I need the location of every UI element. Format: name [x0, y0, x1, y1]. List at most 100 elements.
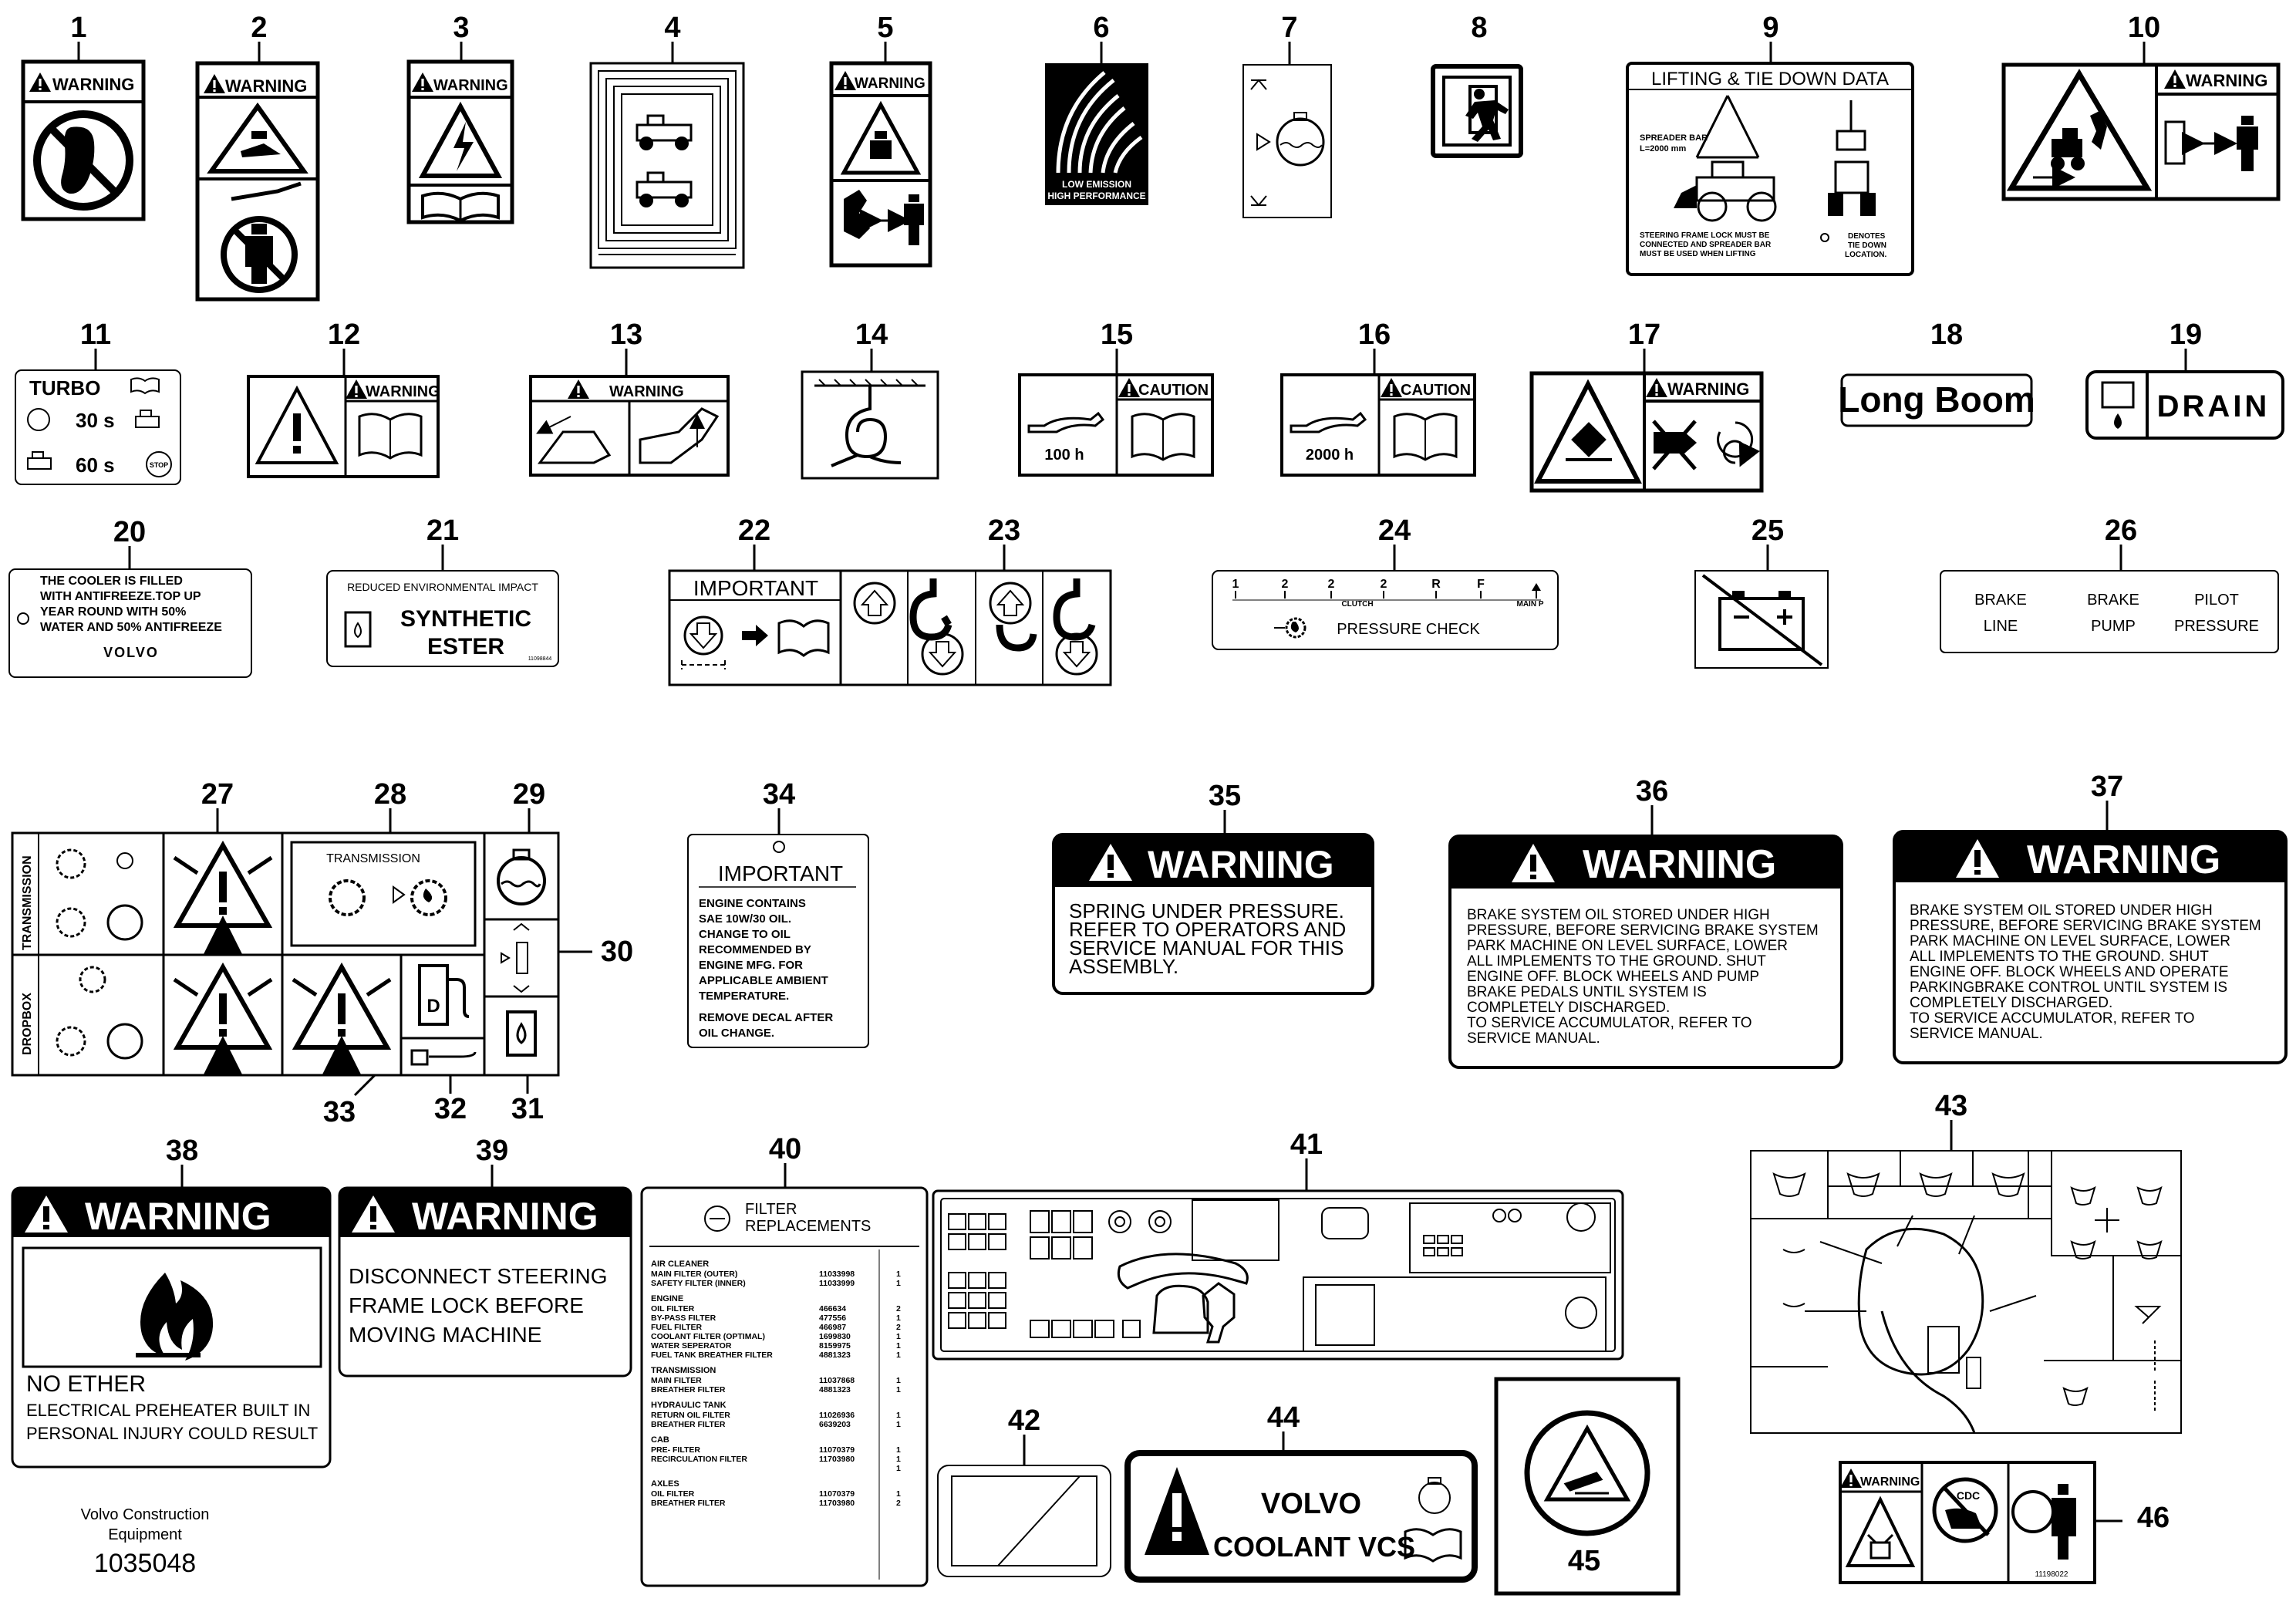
svg-text:STEERING FRAME LOCK MUST BE: STEERING FRAME LOCK MUST BE — [1640, 231, 1770, 240]
no-seat-icon — [1945, 1508, 1982, 1529]
svg-text:40: 40 — [769, 1133, 801, 1165]
svg-text:LIFTING & TIE DOWN DATA: LIFTING & TIE DOWN DATA — [1651, 69, 1889, 89]
filter-part-number: 11703980 — [819, 1499, 855, 1508]
svg-text:30: 30 — [601, 936, 633, 968]
svg-text:BRAKE: BRAKE — [2087, 592, 2139, 609]
svg-text:FRAME LOCK BEFORE: FRAME LOCK BEFORE — [349, 1293, 584, 1317]
svg-text:PERSONAL INJURY COULD RESULT: PERSONAL INJURY COULD RESULT — [26, 1424, 318, 1443]
filter-part-number: 11037868 — [819, 1376, 855, 1385]
svg-text:VOLVO: VOLVO — [103, 645, 159, 660]
svg-text:32: 32 — [434, 1093, 467, 1125]
svg-text:24: 24 — [1378, 514, 1411, 547]
svg-text:ENGINE OFF. BLOCK WHEELS AND P: ENGINE OFF. BLOCK WHEELS AND PUMP — [1467, 969, 1759, 985]
filter-name: BREATHER FILTER — [651, 1385, 726, 1394]
decal-12: 12 WARNING — [247, 319, 440, 478]
svg-text:REDUCED ENVIRONMENTAL IMPACT: REDUCED ENVIRONMENTAL IMPACT — [347, 581, 538, 593]
svg-text:28: 28 — [374, 778, 406, 811]
emission-stripes-icon — [1056, 71, 1143, 174]
decal-17: 17 WARNING — [1529, 319, 1764, 493]
svg-text:D: D — [426, 996, 440, 1017]
manual-book-icon — [421, 191, 500, 223]
decal-23: 23 — [839, 514, 1112, 686]
svg-text:30 s: 30 s — [76, 409, 115, 432]
svg-text:ENGINE CONTAINS: ENGINE CONTAINS — [699, 897, 806, 910]
svg-text:ALL IMPLEMENTS TO THE GROUND.: ALL IMPLEMENTS TO THE GROUND. SHUT — [1910, 949, 2209, 965]
dashboard-switches — [948, 1199, 1611, 1352]
svg-text:COMPLETELY DISCHARGED.: COMPLETELY DISCHARGED. — [1910, 995, 2112, 1011]
manual-book-icon — [130, 377, 160, 395]
filter-name: BY-PASS FILTER — [651, 1313, 716, 1323]
pressure-gauge-icon — [1285, 617, 1306, 639]
corrosive-hazard-icon — [1563, 1472, 1609, 1495]
manual-book-icon — [1131, 413, 1195, 461]
wiper-icon — [2134, 1306, 2162, 1324]
decal-6: 6 LOW EMISSION HIGH PERFORMANCE — [1045, 12, 1148, 205]
svg-text:TRANSMISSION: TRANSMISSION — [21, 855, 34, 950]
filter-part-number: 466634 — [819, 1304, 846, 1313]
machine-icon — [135, 410, 160, 428]
filter-quantity: 1 — [896, 1385, 901, 1394]
filter-quantity: 1 — [896, 1270, 901, 1279]
decal-8: 8 — [1431, 12, 1523, 158]
decal-44: 44 VOLVO COOLANT VCS — [1124, 1401, 1478, 1583]
svg-text:IMPORTANT: IMPORTANT — [693, 576, 818, 600]
filter-name: MAIN FILTER (OUTER) — [651, 1270, 737, 1279]
svg-text:2: 2 — [1328, 578, 1335, 591]
svg-text:100 h: 100 h — [1044, 447, 1084, 464]
diesel-pump-icon — [418, 964, 470, 1026]
manual-book-icon — [1404, 1528, 1462, 1563]
filter-icon — [704, 1206, 730, 1232]
svg-text:DENOTES: DENOTES — [1848, 232, 1886, 241]
cab-seat-icon — [1857, 1227, 1984, 1434]
filter-name: FUEL TANK BREATHER FILTER — [651, 1351, 773, 1360]
svg-text:SYNTHETIC: SYNTHETIC — [400, 606, 531, 632]
manual-book-icon — [358, 413, 423, 460]
svg-text:35: 35 — [1209, 780, 1241, 812]
svg-text:SERVICE MANUAL.: SERVICE MANUAL. — [1910, 1026, 2043, 1042]
hook-rope-icon — [831, 386, 902, 467]
svg-text:R: R — [1431, 578, 1441, 591]
svg-text:MUST BE USED WHEN LIFTING: MUST BE USED WHEN LIFTING — [1640, 250, 1756, 258]
svg-text:WARNING: WARNING — [412, 1195, 598, 1238]
decal-45: 45 — [1494, 1377, 1681, 1596]
svg-text:WARNING: WARNING — [2027, 838, 2220, 882]
svg-text:2000 h: 2000 h — [1306, 447, 1354, 464]
gear-oil-icon — [56, 848, 86, 879]
decal-39: 39 WARNING DISCONNECT STEERING FRAME LOC… — [338, 1135, 632, 1378]
decal-15: 15 CAUTION 100 h — [1018, 319, 1214, 477]
fan-hazard-icon — [1566, 422, 1612, 461]
filter-part-number: 4881323 — [819, 1385, 851, 1394]
filter-quantity: 1 — [896, 1464, 901, 1473]
filter-part-number: 11070379 — [819, 1445, 855, 1455]
decal-22: 22 IMPORTANT — [668, 514, 842, 686]
decal-36: 36 WARNING BRAKE SYSTEM OIL STORED UNDER… — [1448, 775, 1843, 1069]
svg-text:23: 23 — [988, 514, 1020, 547]
svg-text:CONNECTED AND SPREADER BAR: CONNECTED AND SPREADER BAR — [1640, 241, 1772, 249]
svg-text:CHANGE TO OIL: CHANGE TO OIL — [699, 928, 791, 941]
svg-text:BRAKE: BRAKE — [1974, 592, 2027, 609]
level-gauge-icon — [516, 942, 528, 974]
decal-7: 7 — [1242, 12, 1332, 218]
svg-text:42: 42 — [1008, 1404, 1040, 1437]
coolant-tank-icon — [497, 856, 546, 905]
svg-text:WARNING: WARNING — [2186, 71, 2267, 90]
filter-group-heading: AXLES — [651, 1479, 679, 1489]
filter-part-number: 11703980 — [819, 1455, 855, 1464]
filter-name: RECIRCULATION FILTER — [651, 1455, 747, 1464]
turbo-icon — [27, 408, 50, 431]
svg-text:WARNING: WARNING — [1148, 843, 1334, 886]
svg-text:12: 12 — [328, 319, 360, 351]
svg-text:VOLVO: VOLVO — [1261, 1488, 1361, 1520]
svg-text:WARNING: WARNING — [609, 383, 684, 400]
filter-part-number: 4881323 — [819, 1351, 851, 1360]
decal-26: 26 BRAKE BRAKE PILOT LINE PUMP PRESSURE — [1940, 514, 2279, 653]
svg-text:LOW EMISSION: LOW EMISSION — [1062, 179, 1131, 190]
svg-text:ASSEMBLY.: ASSEMBLY. — [1069, 955, 1178, 978]
filter-name: BREATHER FILTER — [651, 1499, 726, 1508]
flame-icon — [140, 1273, 214, 1361]
svg-text:25: 25 — [1752, 514, 1784, 547]
svg-text:IMPORTANT: IMPORTANT — [718, 862, 843, 885]
svg-text:39: 39 — [476, 1135, 508, 1167]
gear-icon — [329, 879, 366, 916]
filter-part-number: 11033998 — [819, 1270, 855, 1279]
